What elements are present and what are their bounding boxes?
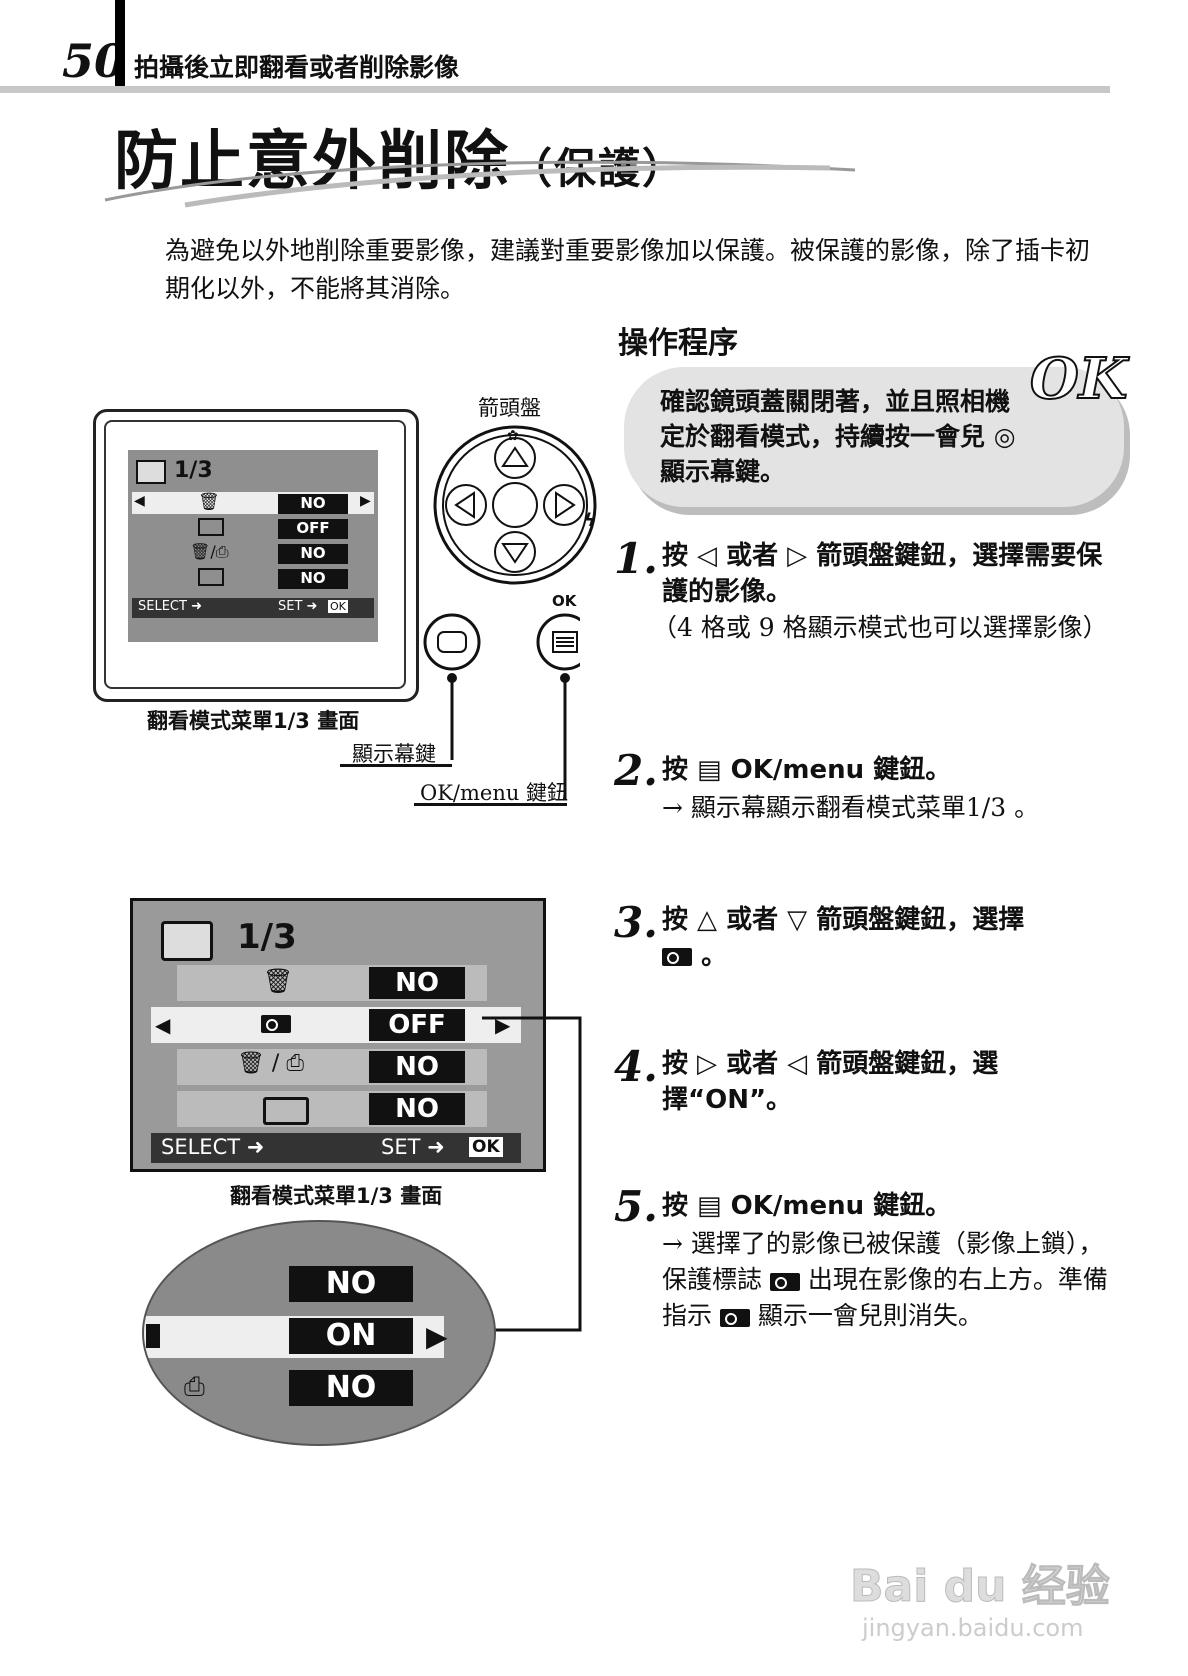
trash-icon: 🗑 xyxy=(198,492,220,512)
step-5-number: 5. xyxy=(614,1182,658,1231)
step-1-number: 1. xyxy=(614,534,658,583)
set-hint: SET ➜ xyxy=(278,599,318,614)
step-2-note: → 顯示幕顯示翻看模式菜單1/3 。 xyxy=(662,793,1040,822)
step-3-text: 按 △ 或者 ▽ 箭頭盤鍵鈕，選擇 。 xyxy=(662,905,1025,971)
procedure-heading: 操作程序 xyxy=(618,326,738,361)
header-rule xyxy=(0,86,1110,93)
step-2-number: 2. xyxy=(614,746,658,795)
step-1-text: 按 ◁ 或者 ▷ 箭頭盤鍵鈕，選擇需要保護的影像。 xyxy=(662,541,1103,607)
row-value-large-2: OFF xyxy=(369,1009,465,1041)
lcd-screen-1: 1/3 ◀ ▶ 🗑 🗑/⎙ NO OFF NO NO SELECT ➜ SET … xyxy=(128,450,378,642)
step-4-number: 4. xyxy=(614,1042,658,1091)
zoom-protect-icon xyxy=(146,1324,160,1348)
display-button[interactable] xyxy=(433,620,491,678)
zoom-right-arrow-icon: ▶ xyxy=(426,1320,448,1353)
header-bar xyxy=(115,0,125,92)
ready-indicator-icon xyxy=(719,1308,750,1327)
step-2-text: 按 ▤ OK/menu 鍵鈕。 xyxy=(662,755,952,785)
flash-icon: ϟ xyxy=(584,510,596,531)
protect-icon xyxy=(198,518,224,536)
lcd-screen-2: 1/3 🗑 ◀ ▶ 🗑 / ⎙ NO OFF NO NO SELECT ➜ SE… xyxy=(130,898,546,1172)
dial-label: 箭頭盤 xyxy=(478,396,541,420)
menu-page-large: 1/3 xyxy=(237,917,297,957)
select-hint-large: SELECT ➜ xyxy=(161,1135,265,1159)
left-arrow-icon: ◀ xyxy=(134,493,145,509)
row-value-3: NO xyxy=(278,544,348,564)
connector-line xyxy=(482,1016,582,1332)
select-hint: SELECT ➜ xyxy=(138,599,202,614)
slideshow-icon xyxy=(198,568,224,586)
zoom-trash-all-icon: ⎙ xyxy=(184,1372,205,1402)
row-value-large-3: NO xyxy=(369,1051,465,1083)
zoom-value-3: NO xyxy=(289,1370,413,1406)
ok-menu-button[interactable] xyxy=(540,620,598,678)
protect-icon-large xyxy=(261,1013,291,1033)
left-arrow-icon-large: ◀ xyxy=(155,1013,171,1037)
row-value-4: NO xyxy=(278,569,348,589)
menu-icon xyxy=(136,460,166,484)
menu-key-callout: OK/menu 鍵鈕 xyxy=(420,781,569,805)
row-value-large-4: NO xyxy=(369,1093,465,1125)
protect-key-icon xyxy=(662,947,692,966)
menu-row-selected-large xyxy=(151,1007,521,1043)
ok-badge: OK xyxy=(328,600,348,613)
trash-icon-large: 🗑 xyxy=(263,967,294,995)
chapter-title: 拍攝後立即翻看或者削除影像 xyxy=(134,53,460,82)
step-3-number: 3. xyxy=(614,898,658,947)
right-arrow-icon: ▶ xyxy=(360,493,371,509)
arrow-pad[interactable] xyxy=(430,420,605,590)
menu-page: 1/3 xyxy=(174,458,213,483)
step-1-note: （4 格或 9 格顯示模式也可以選擇影像） xyxy=(652,613,1108,642)
trash-all-icon: 🗑/⎙ xyxy=(190,542,229,561)
row-value-large-1: NO xyxy=(369,967,465,999)
step-5-text: 按 ▤ OK/menu 鍵鈕。 xyxy=(662,1191,952,1221)
watermark-url: jingyan.baidu.com xyxy=(862,1614,1084,1642)
menu-icon-large xyxy=(161,921,213,961)
ok-logo: OK xyxy=(1029,345,1128,413)
precondition-text: 確認鏡頭蓋關閉著，並且照相機定於翻看模式，持續按一會兒 ◎ 顯示幕鍵。 xyxy=(660,387,1016,486)
trash-all-icon-large: 🗑 / ⎙ xyxy=(237,1051,304,1076)
ok-small-label: OK xyxy=(552,592,577,610)
camera-screen-frame-1: 1/3 ◀ ▶ 🗑 🗑/⎙ NO OFF NO NO SELECT ➜ SET … xyxy=(93,409,419,702)
step-4-text: 按 ▷ 或者 ◁ 箭頭盤鍵鈕，選擇“ON”。 xyxy=(662,1049,999,1115)
intro-paragraph: 為避免以外地削除重要影像，建議對重要影像加以保護。被保護的影像，除了插卡初期化以… xyxy=(165,236,1091,303)
protect-mark-icon xyxy=(769,1272,800,1291)
figure2-caption: 翻看模式菜單1/3 畫面 xyxy=(230,1184,443,1208)
zoom-value-2: ON xyxy=(289,1318,413,1354)
row-value-1: NO xyxy=(278,494,348,514)
precondition-box xyxy=(624,367,1124,507)
zoom-value-1: NO xyxy=(289,1266,413,1302)
slideshow-icon-large xyxy=(263,1097,309,1125)
zoom-view: NO ON ▶ NO ⎙ xyxy=(142,1220,496,1446)
ok-badge-large: OK xyxy=(469,1137,503,1157)
macro-icon: ✿ xyxy=(507,428,519,444)
set-hint-large: SET ➜ xyxy=(381,1135,445,1159)
display-key-callout: 顯示幕鍵 xyxy=(352,742,436,766)
step-5-note: → 選擇了的影像已被保護（影像上鎖），保護標誌 出現在影像的右上方。準備指示 顯… xyxy=(662,1229,1108,1330)
title-swoosh xyxy=(104,160,856,208)
row-value-2: OFF xyxy=(278,519,348,539)
figure1-caption: 翻看模式菜單1/3 畫面 xyxy=(147,709,360,733)
camera-buttons xyxy=(423,613,580,800)
watermark-brand: Bai du 经验 xyxy=(850,1561,1111,1613)
